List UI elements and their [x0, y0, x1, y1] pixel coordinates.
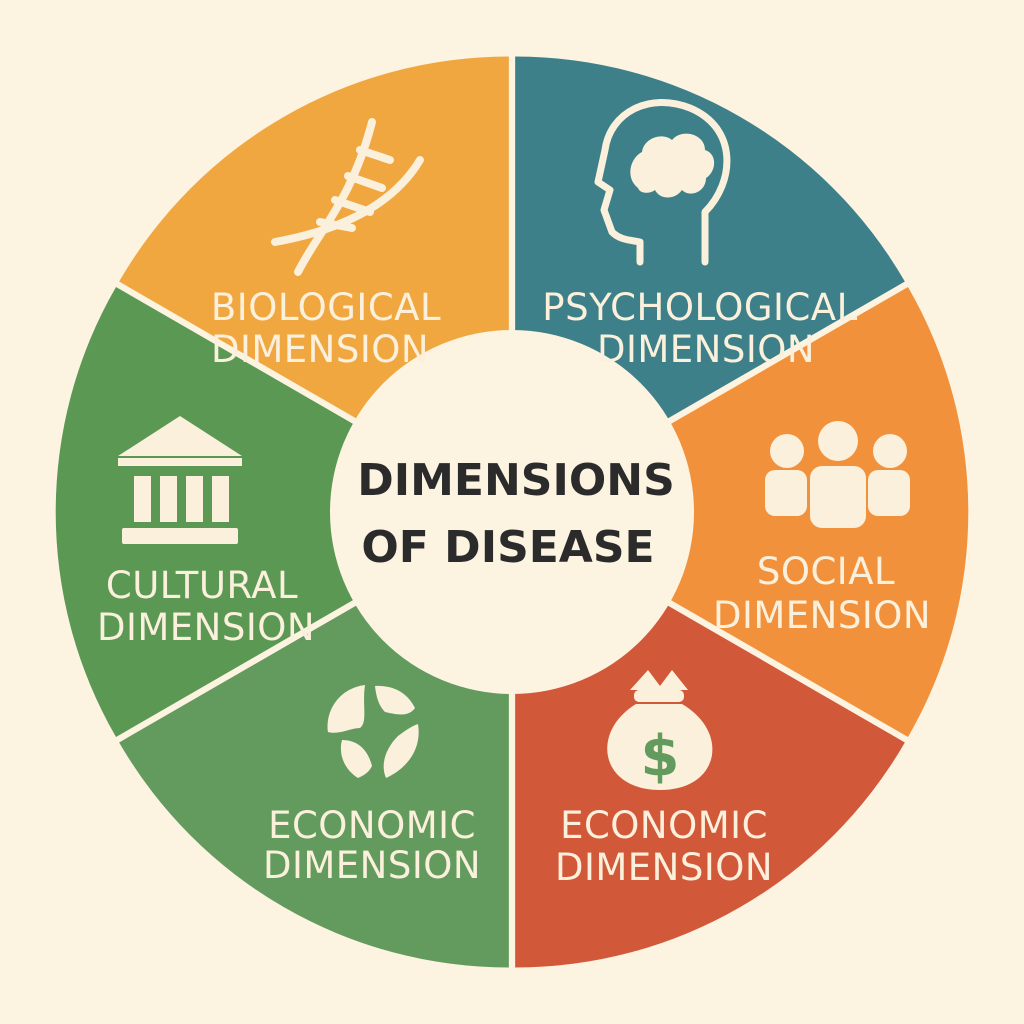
- social-label-line2: DIMENSION: [713, 594, 931, 637]
- center-circle: [330, 330, 694, 694]
- economic-money-label-line1: ECONOMIC: [560, 804, 768, 847]
- biological-label-line1: BIOLOGICAL: [211, 286, 441, 329]
- segment-economic-globe: [55, 287, 506, 737]
- economic-money-label-line2: DIMENSION: [555, 846, 773, 889]
- dollar-sign-icon: $: [641, 724, 680, 789]
- biological-label-line2: DIMENSION: [211, 328, 429, 371]
- center-title-line2: OF DISEASE: [361, 522, 654, 573]
- economic-globe-label-line2: DIMENSION: [263, 844, 481, 887]
- psychological-label-line2: DIMENSION: [597, 328, 815, 371]
- head-brain-icon: [594, 98, 731, 266]
- cultural-label-line2: DIMENSION: [97, 606, 315, 649]
- dna-icon: [271, 118, 424, 276]
- economic-globe-label-line1: ECONOMIC: [268, 804, 476, 847]
- cultural-label-line1: CULTURAL: [106, 564, 298, 607]
- center-title-line1: DIMENSIONS: [357, 455, 675, 506]
- money-bag-icon: $: [607, 670, 713, 790]
- wedge-psychological: [518, 287, 969, 737]
- psychological-label-line1: PSYCHOLOGICAL: [542, 286, 857, 329]
- social-label-line1: SOCIAL: [757, 550, 895, 593]
- globe-icon: [327, 685, 419, 778]
- people-group-icon: [765, 421, 910, 528]
- temple-icon: [118, 416, 242, 544]
- segment-psychological: [518, 287, 969, 737]
- wedge-economic-globe: [55, 287, 506, 737]
